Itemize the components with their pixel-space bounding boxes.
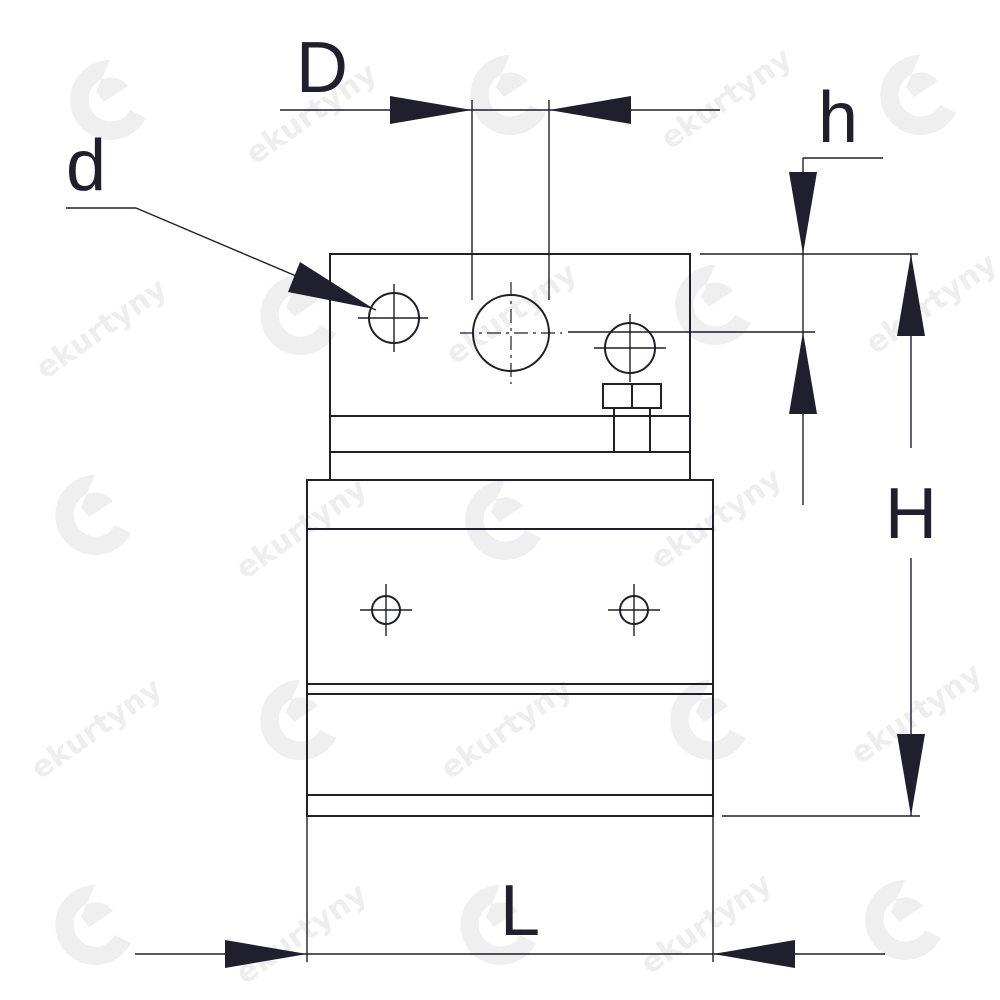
watermark-logo-icon <box>470 55 546 135</box>
dimension-label-H: H <box>885 474 937 554</box>
watermark-logo-icon <box>880 55 956 135</box>
dimension-h: h <box>568 78 918 505</box>
watermark-text: ekurtyny <box>25 671 169 787</box>
watermark-logo-icon <box>70 60 146 140</box>
dimension-label-L: L <box>500 871 540 951</box>
watermark-logo-icon <box>865 880 941 960</box>
watermark-text: ekurtyny <box>30 271 174 387</box>
watermark-logo-icon <box>260 275 336 355</box>
watermark-text: ekurtyny <box>860 246 1000 362</box>
watermark-logo-icon <box>460 885 536 965</box>
small-hole-right <box>594 314 666 382</box>
large-hole-D <box>460 282 562 384</box>
watermark-logo-icon <box>55 475 131 555</box>
dimension-D: D <box>280 28 720 300</box>
upper-block <box>329 253 691 481</box>
mounting-hole-right <box>608 584 660 636</box>
dimension-label-d: d <box>66 126 106 206</box>
watermark-text: ekurtyny <box>645 461 789 577</box>
watermark-text: ekurtyny <box>635 866 779 982</box>
watermark-logo-icon <box>465 480 541 560</box>
mounting-hole-left <box>360 584 412 636</box>
watermark-logo-icon <box>260 680 336 760</box>
watermark-text: ekurtyny <box>230 876 374 992</box>
dimension-d: d <box>66 126 377 311</box>
set-screw <box>602 383 662 453</box>
dimension-H: H <box>722 254 937 817</box>
watermark-layer: ekurtyny ekurtyny ekurtyny ekurtyny ekur… <box>25 41 1000 992</box>
watermark-logo-icon <box>675 265 751 345</box>
watermark-text: ekurtyny <box>655 41 799 157</box>
watermark-text: ekurtyny <box>440 256 584 372</box>
dimension-label-h: h <box>818 78 858 158</box>
dimension-L: L <box>135 816 885 968</box>
lower-block <box>306 479 714 817</box>
dimension-label-D: D <box>296 28 348 108</box>
watermark-text: ekurtyny <box>435 671 579 787</box>
watermark-logo-icon <box>670 680 746 760</box>
watermark-logo-icon <box>55 885 131 965</box>
small-hole-d <box>358 284 428 352</box>
